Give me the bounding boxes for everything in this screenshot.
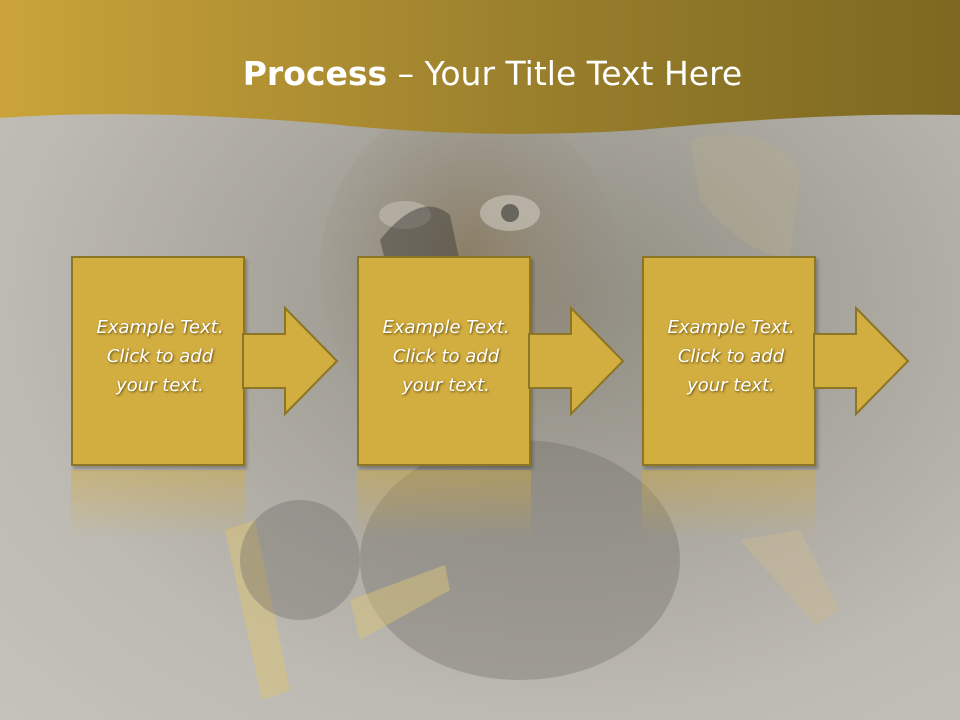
process-step-3[interactable]: Example Text. Click to add your text. <box>642 256 816 466</box>
step-text: Example Text. Click to add your text. <box>382 317 510 396</box>
title-bold: Process <box>242 54 388 93</box>
slide-title[interactable]: Process – Your Title Text Here <box>0 52 960 96</box>
title-banner <box>0 0 960 134</box>
right-arrow-icon <box>528 305 625 417</box>
process-step-1[interactable]: Example Text. Click to add your text. <box>71 256 245 466</box>
step-box: Example Text. Click to add your text. <box>357 256 531 466</box>
right-arrow-icon <box>813 305 910 417</box>
title-rest: – Your Title Text Here <box>387 54 743 93</box>
right-arrow-icon <box>242 305 339 417</box>
step-reflection <box>71 470 245 540</box>
step-reflection <box>642 470 816 540</box>
step-box: Example Text. Click to add your text. <box>642 256 816 466</box>
step-text: Example Text. Click to add your text. <box>667 317 795 396</box>
step-text: Example Text. Click to add your text. <box>96 317 224 396</box>
step-reflection <box>357 470 531 540</box>
process-step-2[interactable]: Example Text. Click to add your text. <box>357 256 531 466</box>
step-box: Example Text. Click to add your text. <box>71 256 245 466</box>
